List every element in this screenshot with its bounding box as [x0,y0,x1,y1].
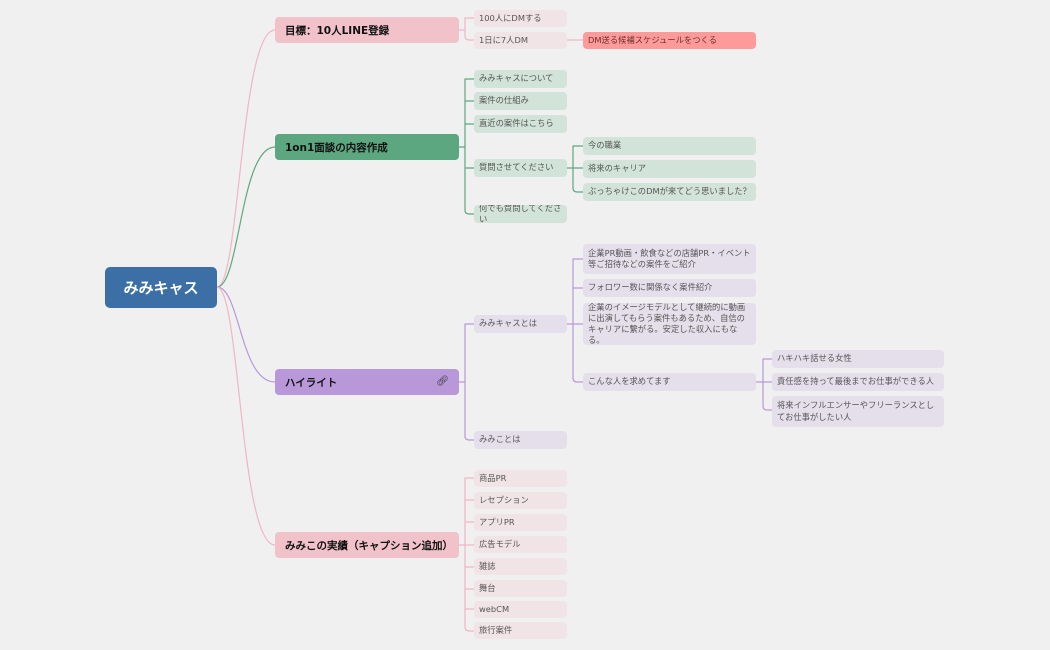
what-is-detail-career[interactable]: 企業のイメージモデルとして継続的に動画に出演してもらう案件もあるため、自信のキャ… [583,303,756,345]
what-is-detail-wanted[interactable]: こんな人を求めてます [583,373,756,391]
interview-item-mechanism[interactable]: 案件の仕組み [474,92,567,110]
goal-item-dm-daily[interactable]: 1日に7人DM [474,32,567,49]
wanted-item-freelance[interactable]: 将来インフルエンサーやフリーランスとしてお仕事がしたい人 [772,396,944,427]
highlight-item-what-is[interactable]: みみキャスとは [474,315,567,333]
what-is-detail-pr[interactable]: 企業PR動画・飲食などの店舗PR・イベント等ご招待などの案件をご紹介 [583,244,756,274]
question-dm-impression[interactable]: ぶっちゃけこのDMが来てどう思いました？ [583,183,756,201]
wanted-item-responsible[interactable]: 責任感を持って最後までお仕事ができる人 [772,373,944,391]
results-item[interactable]: 商品PR [474,470,567,487]
branch-goal[interactable]: 目標：10人LINE登録 [275,17,459,43]
root-node[interactable]: みみキャス [105,267,217,308]
highlight-item-mimiko[interactable]: みみことは [474,431,567,449]
results-item[interactable]: webCM [474,601,567,618]
results-item[interactable]: 旅行案件 [474,622,567,639]
branch-interview[interactable]: 1on1面談の内容作成 [275,134,459,160]
goal-task-schedule[interactable]: DM送る候補スケジュールをつくる [583,32,756,49]
question-current-job[interactable]: 今の職業 [583,137,756,155]
interview-item-any-question[interactable]: 何でも質問してください [474,205,567,223]
goal-item-dm-100[interactable]: 100人にDMする [474,10,567,27]
link-icon[interactable]: 🔗︎ [436,376,449,387]
results-item[interactable]: 舞台 [474,580,567,597]
results-item[interactable]: レセプション [474,492,567,509]
branch-highlight-label: ハイライト [285,376,338,389]
interview-item-questions[interactable]: 質問させてください [474,159,567,177]
branch-highlight[interactable]: ハイライト 🔗︎ [275,369,459,395]
results-item[interactable]: 広告モデル [474,536,567,553]
question-future-career[interactable]: 将来のキャリア [583,160,756,178]
results-item[interactable]: アプリPR [474,514,567,531]
interview-item-about[interactable]: みみキャスについて [474,70,567,88]
branch-results[interactable]: みみこの実績（キャプション追加） [275,532,459,558]
results-item[interactable]: 雑誌 [474,558,567,575]
interview-item-recent[interactable]: 直近の案件はこちら [474,115,567,133]
wanted-item-speaking[interactable]: ハキハキ話せる女性 [772,350,944,368]
what-is-detail-followers[interactable]: フォロワー数に関係なく案件紹介 [583,279,756,297]
